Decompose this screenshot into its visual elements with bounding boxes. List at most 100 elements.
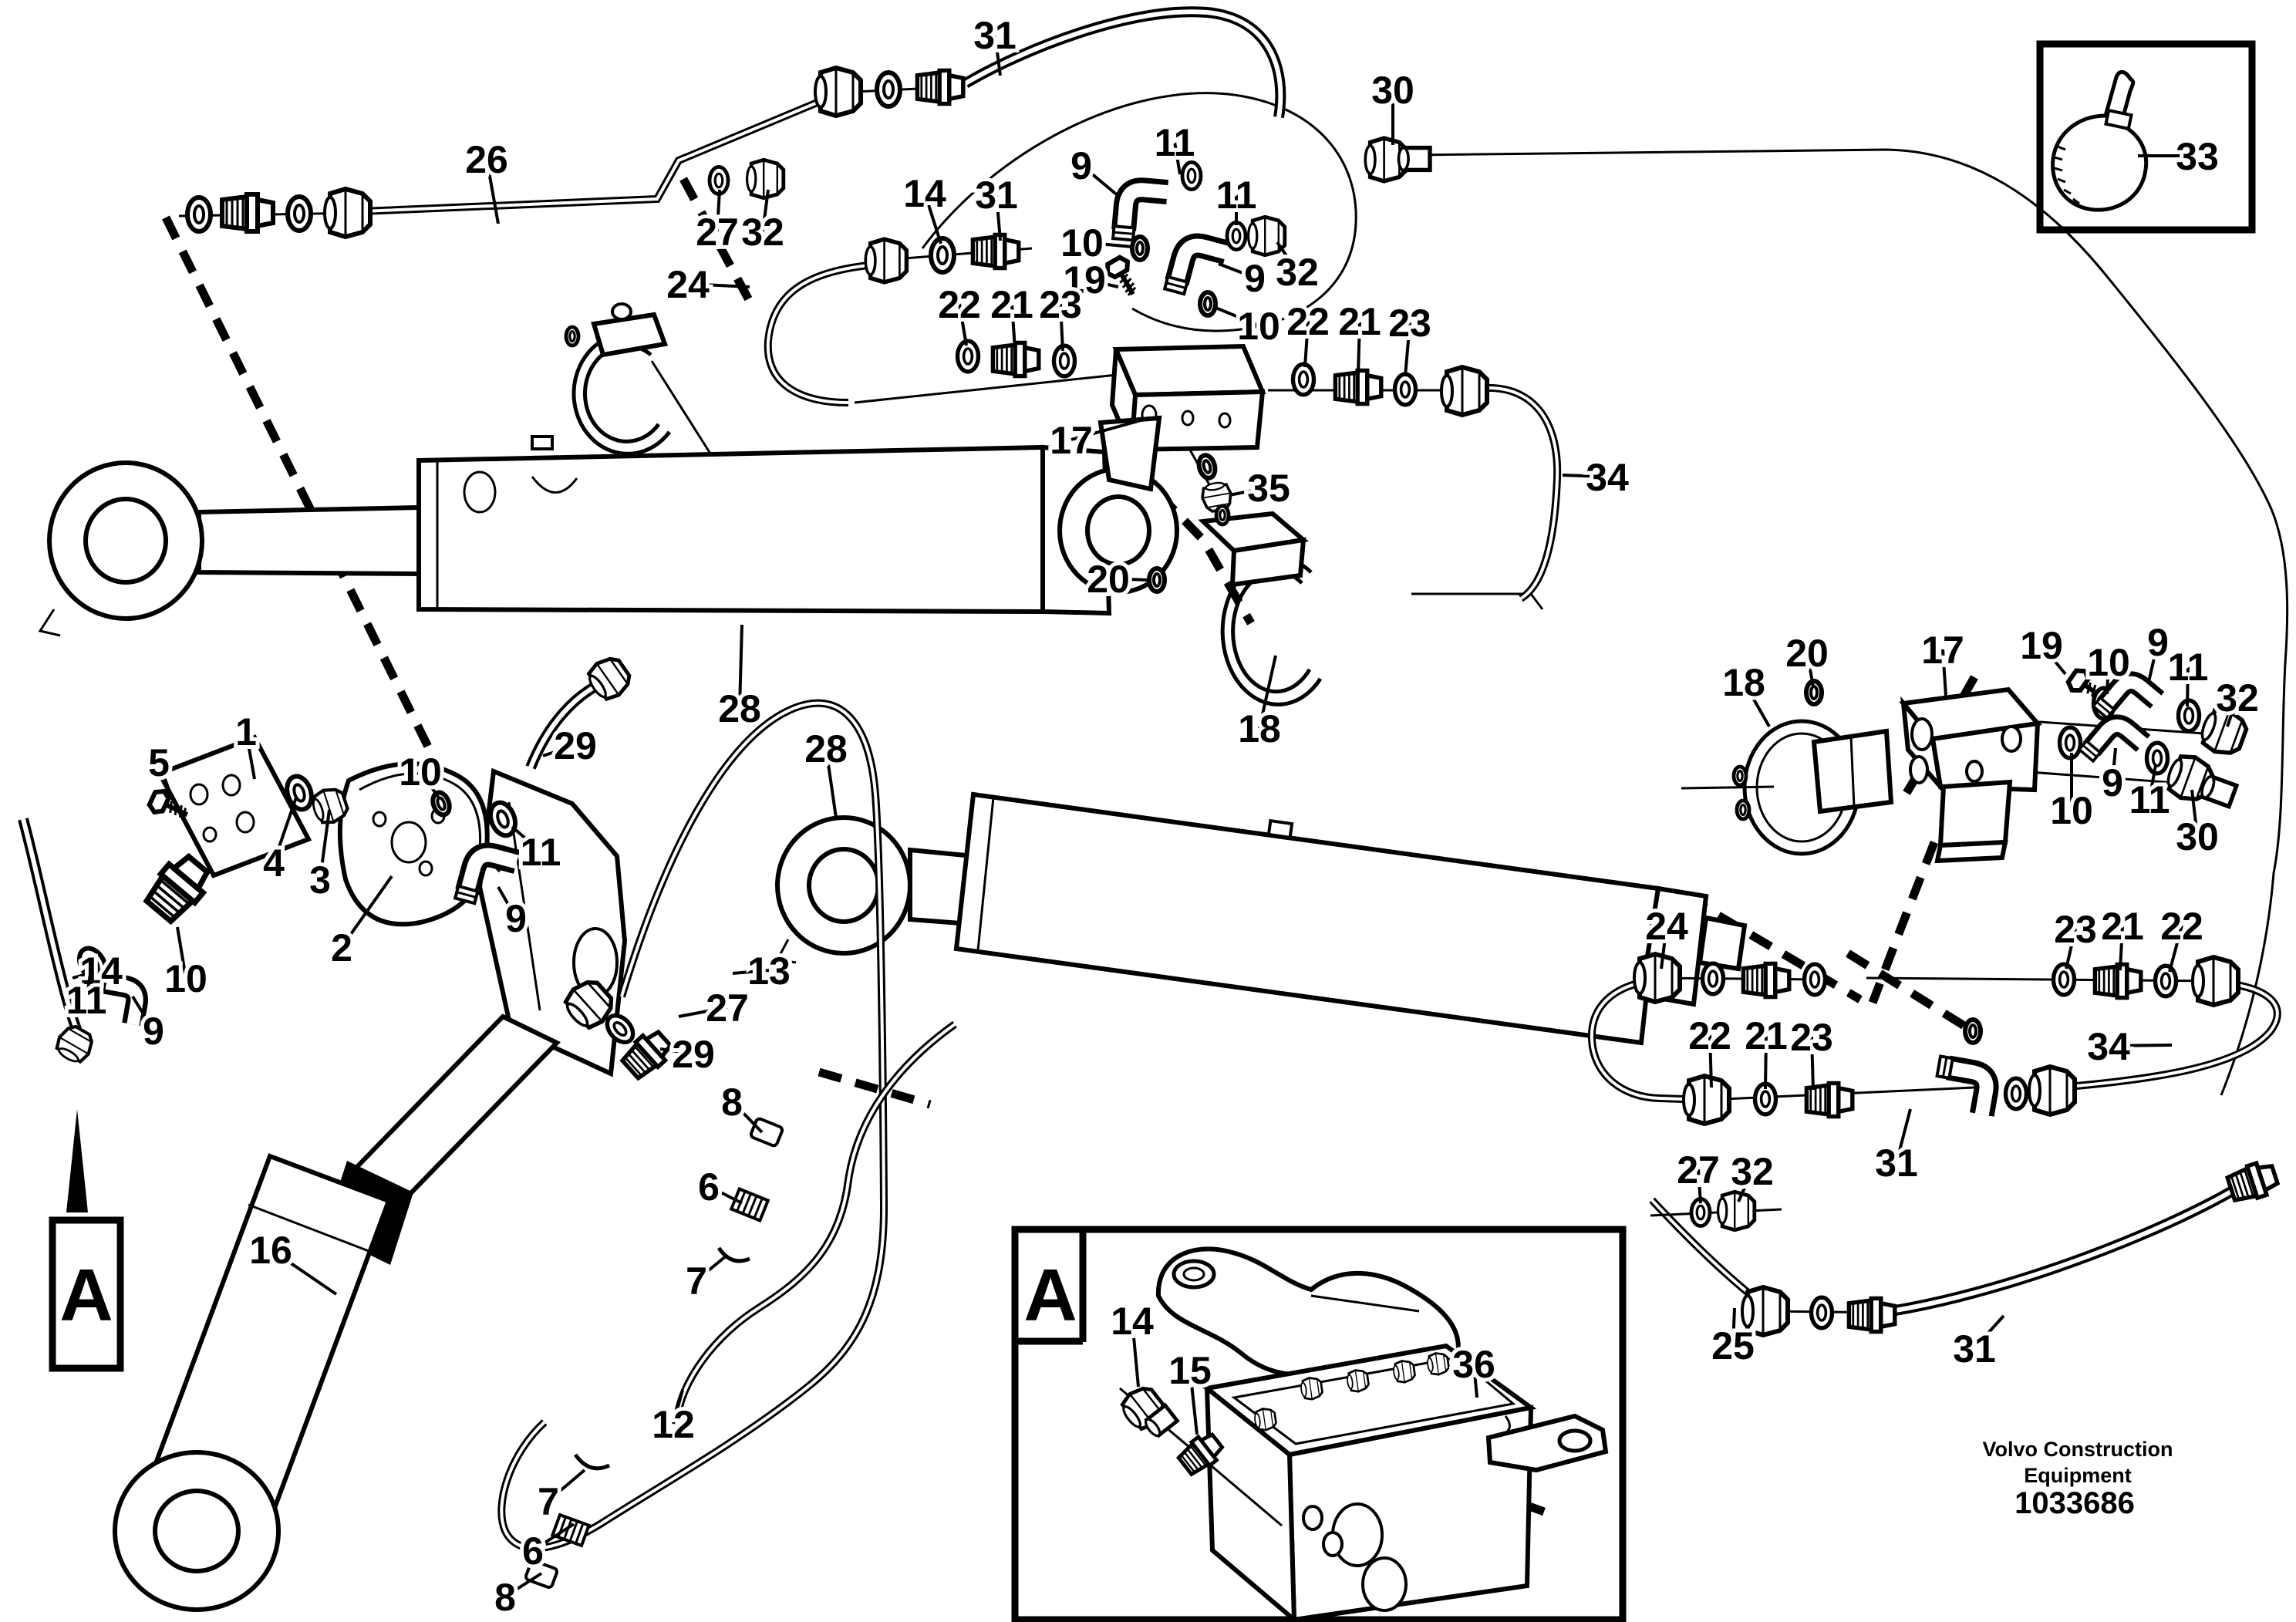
callout-leader-21 (1357, 320, 1361, 376)
callout-leader-27 (716, 189, 721, 232)
inset-detail-a: A (1011, 1226, 1627, 1622)
inset-detail-label: A (1023, 1254, 1077, 1337)
callout-leader-14 (923, 192, 942, 244)
callout-4: 4 (263, 841, 285, 885)
callout-17: 17 (1921, 629, 1964, 672)
callout-23: 23 (1790, 1016, 1833, 1059)
callout-leader-9 (2147, 641, 2159, 683)
callout-leader-21 (1764, 1034, 1768, 1090)
callout-9: 9 (1244, 257, 1266, 300)
callout-17: 17 (1050, 419, 1093, 462)
callout-11: 11 (2168, 646, 2209, 689)
callout-leader-24 (687, 282, 750, 288)
valve-block-right (1899, 667, 2250, 864)
callout-18: 18 (1722, 661, 1765, 704)
callout-14: 14 (1111, 1300, 1154, 1343)
callout-leader-27 (1697, 1168, 1702, 1204)
callout-35: 35 (1247, 467, 1290, 510)
callout-leader-2 (340, 875, 393, 949)
callout-29: 29 (554, 724, 597, 767)
callout-leader-16 (269, 1248, 338, 1296)
callout-leader-18 (1258, 655, 1277, 729)
callout-22: 22 (1286, 300, 1330, 343)
callout-leader-10 (2106, 661, 2110, 695)
callout-leader-20 (1108, 577, 1148, 582)
callout-leader-11 (1173, 141, 1182, 175)
callout-9: 9 (505, 897, 527, 940)
callout-26: 26 (465, 138, 508, 181)
callout-30: 30 (1371, 69, 1414, 112)
callout-1: 1 (235, 710, 257, 754)
callout-leader-17 (1070, 416, 1150, 441)
callout-24: 24 (1645, 905, 1688, 948)
callout-10: 10 (2087, 641, 2130, 684)
callout-leader-20 (1805, 652, 1815, 687)
inset-cable-tie (2036, 40, 2256, 234)
callout-leader-4 (272, 797, 298, 863)
callout-leader-5 (157, 761, 174, 801)
machine-outline (650, 92, 2289, 1096)
callout-leader-22 (2168, 925, 2183, 973)
callout-12: 12 (652, 1403, 695, 1446)
hose-clamp-left (1198, 506, 1323, 706)
callout-leader-28 (824, 747, 838, 818)
callout-14: 14 (79, 949, 123, 993)
callout-32: 32 (1731, 1150, 1774, 1193)
callout-11: 11 (521, 831, 561, 874)
publisher-line2: Equipment (2024, 1464, 2132, 1487)
callout-5: 5 (148, 741, 170, 784)
callout-20: 20 (1785, 632, 1829, 675)
callout-18: 18 (1238, 707, 1281, 750)
figure-number: 1033686 (2014, 1486, 2135, 1520)
callout-leader-7 (547, 1469, 586, 1502)
callout-leader-11 (511, 825, 542, 853)
callout-leader-32 (1737, 1170, 1754, 1202)
callout-leader-22 (958, 303, 968, 346)
callout-leader-9 (497, 886, 518, 919)
callout-leader-31 (1895, 1108, 1912, 1163)
callout-32: 32 (1276, 251, 1319, 294)
callout-31: 31 (973, 14, 1017, 57)
callout-20: 20 (1087, 558, 1130, 601)
valve-plate-kit-left (52, 653, 636, 1067)
callout-leader-11 (85, 968, 93, 1000)
callout-leader-19 (1084, 278, 1119, 288)
callout-leader-10 (1081, 241, 1133, 248)
callout-22: 22 (2160, 905, 2203, 948)
callout-leader-21 (1010, 303, 1017, 349)
callout-leader-10 (419, 770, 441, 801)
callout-6: 6 (698, 1165, 720, 1209)
callout-leader-12 (672, 1389, 684, 1425)
callout-22: 22 (938, 283, 981, 326)
callout-21: 21 (2101, 905, 2144, 948)
callout-leader-23 (2065, 928, 2077, 969)
callout-leader-30 (2190, 789, 2199, 837)
callout-leader-23 (1059, 303, 1064, 352)
bracket-arm (1155, 1246, 1461, 1385)
cable-tie (2051, 70, 2149, 212)
callout-11: 11 (1155, 121, 1195, 164)
callout-19: 19 (2020, 624, 2063, 667)
view-direction-arrow (66, 1109, 88, 1212)
callout-leader-8 (730, 1100, 764, 1134)
callout-9: 9 (1070, 144, 1092, 187)
callout-leader-25 (1731, 1307, 1736, 1346)
callout-leader-22 (1708, 1034, 1713, 1088)
callout-9: 9 (2147, 621, 2169, 664)
callout-23: 23 (1388, 302, 1431, 345)
callout-leader-3 (319, 809, 331, 880)
callout-10: 10 (1237, 305, 1280, 348)
callout-leader-18 (1742, 681, 1771, 727)
callout-leader-27 (678, 1006, 728, 1018)
callout-32: 32 (741, 211, 784, 254)
callout-leader-29 (542, 744, 576, 757)
callout-leader-9 (1218, 262, 1256, 279)
callout-27: 27 (706, 986, 749, 1030)
callout-leader-6 (531, 1523, 575, 1552)
callout-leader-21 (2119, 925, 2124, 971)
callout-8: 8 (494, 1576, 516, 1619)
callout-11: 11 (1216, 174, 1257, 217)
callout-21: 21 (1745, 1014, 1788, 1057)
